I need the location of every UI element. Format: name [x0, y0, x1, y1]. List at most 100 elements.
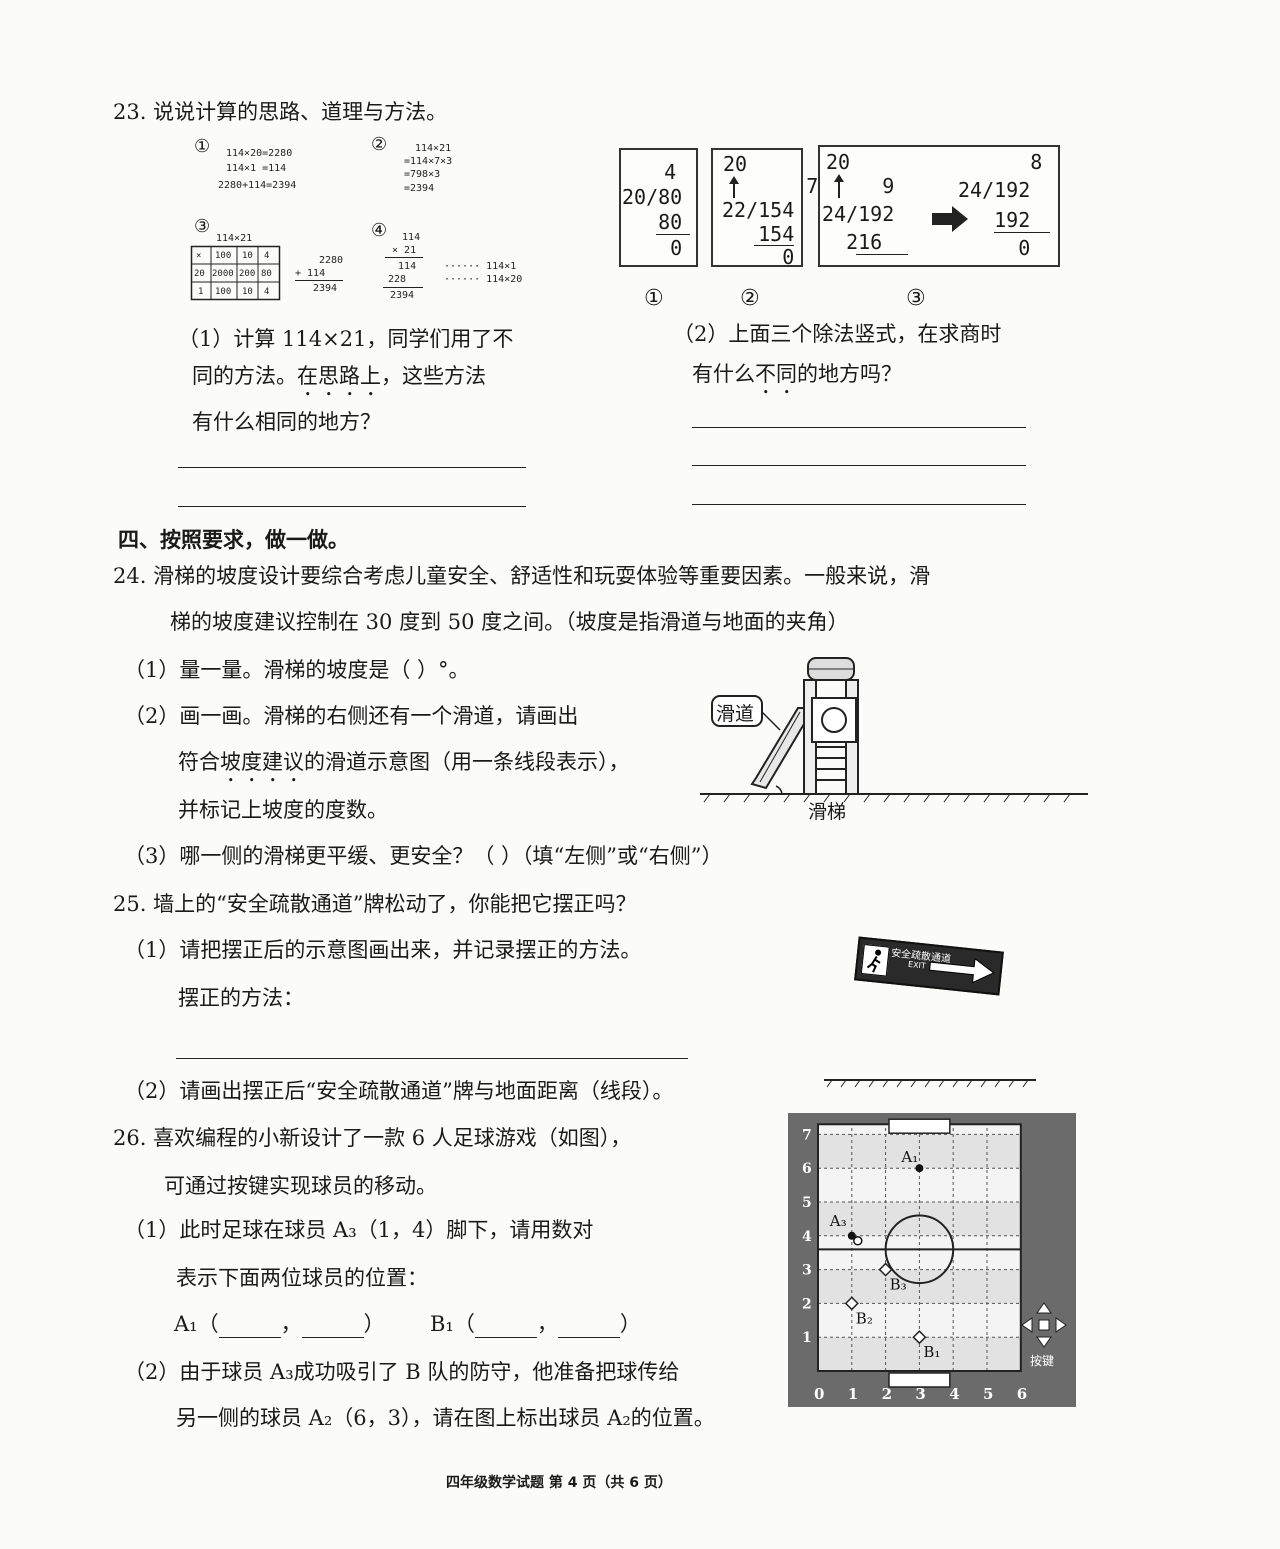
method-2-line-1: 114×21: [415, 143, 452, 154]
div1-line-3: 80: [622, 210, 683, 234]
bottom-goal: [888, 1372, 951, 1388]
division-label-3: ③: [906, 286, 926, 311]
q26-p2-line-2: 另一侧的球员 A₂（6，3），请在图上标出球员 A₂的位置。: [176, 1406, 715, 1430]
right-arrow-icon: [932, 206, 968, 232]
y-tick-label: 2: [802, 1296, 812, 1312]
q23-p2-answer-line-2[interactable]: [692, 465, 1026, 466]
method-1-line-2: 114×1 =114: [226, 163, 287, 174]
q26-p1-line-2: 表示下面两位球员的位置：: [176, 1266, 428, 1290]
slide-illustration: [700, 657, 1088, 803]
q25-line-1: 25. 墙上的“安全疏散通道”牌松动了，你能把它摆正吗？: [113, 892, 637, 916]
div3b-line-4: 0: [958, 236, 1031, 260]
x-tick-label: 6: [1017, 1385, 1027, 1403]
q26-line-1: 26. 喜欢编程的小新设计了一款 6 人足球游戏（如图），: [113, 1126, 632, 1150]
grid-r0c1: 100: [215, 251, 232, 261]
x-tick-label: 0: [814, 1385, 824, 1403]
q24-p2-line-3: 并标记上坡度的度数。: [178, 798, 388, 822]
player-a-marker: [847, 1231, 856, 1240]
up-arrow-icon-2: [834, 174, 844, 198]
arrow-up-icon: [1036, 1302, 1052, 1314]
div3b-line-2: 24/192: [958, 178, 1031, 202]
player-b-marker: [912, 1330, 927, 1345]
q24-line-2: 梯的坡度建议控制在 30 度到 50 度之间。（坡度是指滑道与地面的夹角）: [170, 610, 849, 634]
method-1-line-3: 2280+114=2394: [218, 180, 297, 191]
method-4-note-2: ······ 114×20: [444, 274, 523, 285]
grid-r2c2: 10: [242, 287, 253, 297]
grid-r2c0: 1: [198, 287, 204, 297]
slide-chute-label: 滑道: [716, 703, 755, 725]
q26-p2-line-1: （2）由于球员 A₃成功吸引了 B 队的防守，他准备把球传给: [124, 1360, 680, 1384]
division-box-3: [818, 145, 1060, 267]
method-3-sum-2: + 114: [295, 268, 326, 279]
method-1-number: ①: [194, 136, 211, 157]
q23-p1-line-2: 同的方法。在思路上，这些方法: [192, 364, 486, 388]
method-3-sum-3: 2394: [313, 283, 338, 294]
div3b-line-1: 8: [958, 150, 1043, 174]
q23-p1-answer-line-1[interactable]: [178, 467, 526, 468]
section-4-title: 四、按照要求，做一做。: [118, 527, 349, 552]
grid-r2c1: 100: [215, 287, 232, 297]
x-tick-label: 2: [882, 1385, 892, 1403]
q23-p1-line-1: （1）计算 114×21，同学们用了不: [178, 327, 514, 351]
method-4-number: ④: [371, 220, 388, 241]
key-center: [1038, 1319, 1050, 1331]
arrow-left-icon: [1021, 1317, 1033, 1333]
x-tick-label: 1: [848, 1385, 858, 1403]
div1-line-1: 4: [628, 160, 677, 184]
div3a-line-1: 9: [822, 174, 895, 198]
q24-p2-line-2: 符合坡度建议的滑道示意图（用一条线段表示），: [178, 750, 630, 774]
y-tick-label: 3: [802, 1263, 812, 1279]
exit-sign[interactable]: 安全疏散通道 EXIT: [854, 936, 1004, 996]
division-label-2: ②: [740, 286, 760, 311]
arrow-right-icon: [1055, 1317, 1067, 1333]
grid-r2c3: 4: [264, 287, 270, 297]
player-b-marker: [878, 1262, 893, 1277]
q26-p1-line-1: （1）此时足球在球员 A₃（1，4）脚下，请用数对: [124, 1218, 594, 1242]
y-tick-label: 5: [802, 1195, 812, 1211]
q25-method-answer-line[interactable]: [176, 1058, 688, 1059]
method-3-title: 114×21: [216, 233, 253, 244]
grid-r1c0: 20: [194, 269, 205, 279]
player-b-marker: [844, 1296, 859, 1311]
a1-x-blank[interactable]: [218, 1319, 281, 1338]
grid-r1c2: 200: [239, 269, 256, 279]
q25-method-label: 摆正的方法：: [178, 986, 304, 1010]
grid-r0c0: ×: [196, 251, 202, 261]
b1-y-blank[interactable]: [557, 1319, 620, 1338]
method-4-line-5: 2394: [390, 290, 415, 301]
center-circle: [884, 1214, 955, 1285]
player-label: B₃: [890, 1276, 907, 1294]
x-tick-label: 4: [949, 1385, 959, 1403]
method-4-line-2: × 21: [386, 245, 417, 256]
top-goal: [888, 1118, 951, 1134]
q23-p2-line-1: （2）上面三个除法竖式，在求商时: [673, 322, 1002, 346]
method-4-note-1: ······ 114×1: [444, 261, 517, 272]
y-tick-label: 1: [802, 1330, 812, 1346]
q23-p1-line-3: 有什么相同的地方？: [192, 410, 381, 434]
q23-title: 23. 说说计算的思路、道理与方法。: [113, 100, 448, 124]
soccer-ball-icon: [853, 1236, 863, 1246]
a1-y-blank[interactable]: [301, 1319, 364, 1338]
q23-p2-answer-line-1[interactable]: [692, 427, 1026, 428]
q23-p2-answer-line-3[interactable]: [692, 504, 1026, 505]
arrow-down-icon: [1036, 1336, 1052, 1348]
y-tick-label: 6: [802, 1161, 812, 1177]
method-2-line-4: =2394: [404, 183, 435, 194]
q24-p3: （3）哪一侧的滑梯更平缓、更安全？（ ）（填“左侧”或“右侧”）: [124, 844, 723, 868]
b1-x-blank[interactable]: [474, 1319, 537, 1338]
method-4-line-4: 228: [388, 274, 407, 285]
grid-r0c3: 4: [264, 251, 270, 261]
q23-p1-answer-line-2[interactable]: [178, 506, 526, 507]
div2-line-3: 154: [722, 222, 795, 246]
y-tick-label: 7: [802, 1127, 812, 1143]
q24-p1: （1）量一量。滑梯的坡度是（ ）°。: [124, 658, 470, 682]
division-box-1: [619, 148, 698, 267]
grid-r1c3: 80: [261, 269, 272, 279]
x-tick-label: 5: [983, 1385, 993, 1403]
field-stripe: [818, 1134, 1021, 1169]
player-label: B₂: [856, 1309, 873, 1327]
div2-line-1: 7: [722, 174, 819, 198]
division-label-1: ①: [644, 286, 664, 311]
div2-top: 20: [723, 152, 748, 176]
